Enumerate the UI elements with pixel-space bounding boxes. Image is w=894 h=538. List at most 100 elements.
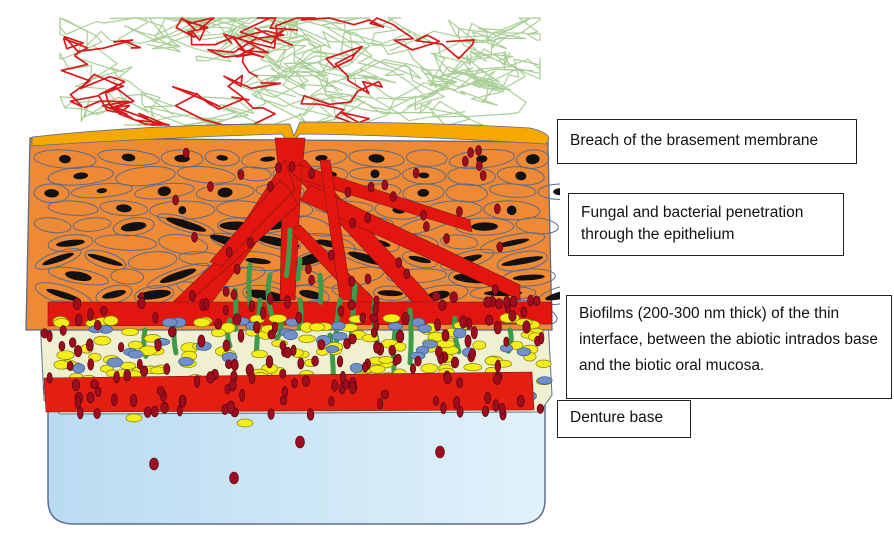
bacterium (230, 289, 238, 301)
bacterium (239, 388, 246, 402)
cell-nucleus (299, 289, 323, 300)
bacterium (470, 326, 478, 340)
bacterium (143, 406, 152, 418)
oral-mucosa-denture-diagram (25, 17, 560, 525)
yeast-cell-blue (516, 347, 532, 357)
bacterium (229, 471, 239, 485)
bacterium (498, 403, 506, 415)
bacterium (100, 305, 108, 316)
yeast-cell (53, 360, 70, 370)
cell-nucleus (159, 268, 197, 284)
bacterium (484, 314, 494, 326)
label-denture-base: Denture base (557, 400, 691, 438)
bacterium (281, 386, 289, 398)
cell-nucleus (515, 171, 527, 181)
bacterium (456, 406, 464, 418)
fiber-strand (254, 17, 475, 60)
bacterium (367, 181, 375, 193)
bacterium (206, 371, 215, 384)
bacterium (152, 311, 159, 324)
cell-nucleus (471, 222, 499, 231)
bacterium (291, 378, 298, 389)
bacterium (252, 321, 261, 334)
bacterium (370, 327, 378, 338)
cell-nucleus (121, 153, 136, 162)
epithelial-cell (33, 149, 97, 169)
bacterium (279, 368, 287, 379)
bacterium (412, 167, 420, 179)
bacterium (527, 294, 534, 307)
bacterium (484, 391, 491, 405)
yeast-cell (56, 350, 75, 360)
yeast-cell (420, 363, 439, 374)
bacterium (140, 365, 149, 377)
epithelial-cell (134, 182, 195, 200)
epithelial-cell (496, 250, 548, 272)
bacterium (71, 379, 81, 392)
hypha (284, 227, 293, 279)
epithelial-cell (489, 183, 537, 198)
bacterium (283, 346, 292, 359)
bacterium (503, 295, 511, 308)
cell-nucleus (417, 188, 430, 197)
bacterium (265, 355, 274, 369)
bacterium (68, 337, 77, 348)
bacterium (344, 187, 352, 198)
yeast-cell-blue (417, 324, 432, 333)
bacterium (248, 371, 256, 385)
bacterium (72, 297, 82, 310)
bacterium (59, 325, 67, 336)
bacterium (222, 305, 229, 315)
bacterium (459, 315, 468, 329)
bacterium (373, 340, 381, 354)
cell-nucleus (102, 290, 126, 299)
bacterium (450, 356, 460, 369)
bacterium (475, 160, 483, 171)
yeast-cell-blue (283, 329, 298, 341)
bacterium (248, 300, 255, 313)
cell-nucleus (217, 187, 233, 198)
bacterium (226, 246, 233, 258)
bacterium (481, 405, 490, 417)
bacterium (214, 318, 223, 330)
epithelial-cell (128, 251, 178, 271)
cell-nucleus (178, 206, 187, 215)
bacterium (434, 346, 443, 358)
cell-nucleus (545, 288, 560, 301)
cell-nucleus (368, 154, 385, 163)
epithelial-cell (195, 183, 255, 202)
epithelial-cell (34, 248, 82, 270)
yeast-cell (93, 335, 112, 346)
cell-nucleus (44, 189, 59, 198)
bacterium (342, 379, 350, 390)
bacterium (154, 338, 162, 352)
bacterium (86, 391, 95, 404)
bacterium (496, 241, 504, 253)
label-biofilm-text: Biofilms (200-300 nm thick) of the thin … (579, 305, 878, 374)
yeast-cell (236, 418, 254, 428)
yeast-cell (535, 359, 552, 368)
epithelial-cell (236, 166, 272, 182)
bacterium (359, 312, 367, 324)
bacterium (449, 291, 458, 304)
bacterium (207, 181, 214, 192)
bacterium (182, 147, 190, 159)
bacterium (229, 379, 237, 392)
fiber-strand (244, 31, 427, 85)
cell-nucleus (46, 288, 82, 302)
yeast-cell-blue (127, 349, 144, 359)
bacterium (438, 299, 447, 311)
bacterium (237, 329, 245, 343)
yeast-cell-blue (178, 356, 194, 367)
yeast-cell (463, 363, 483, 372)
epithelial-cell (99, 200, 149, 217)
cell-nucleus (216, 155, 228, 161)
bacterium (58, 341, 66, 352)
cell-nucleus (59, 154, 71, 164)
bacterium (40, 328, 49, 339)
bacterium (520, 306, 528, 318)
bacterium (237, 169, 245, 180)
yeast-cell-blue (331, 321, 346, 331)
bacterium (222, 286, 230, 297)
bacterium (461, 156, 469, 167)
